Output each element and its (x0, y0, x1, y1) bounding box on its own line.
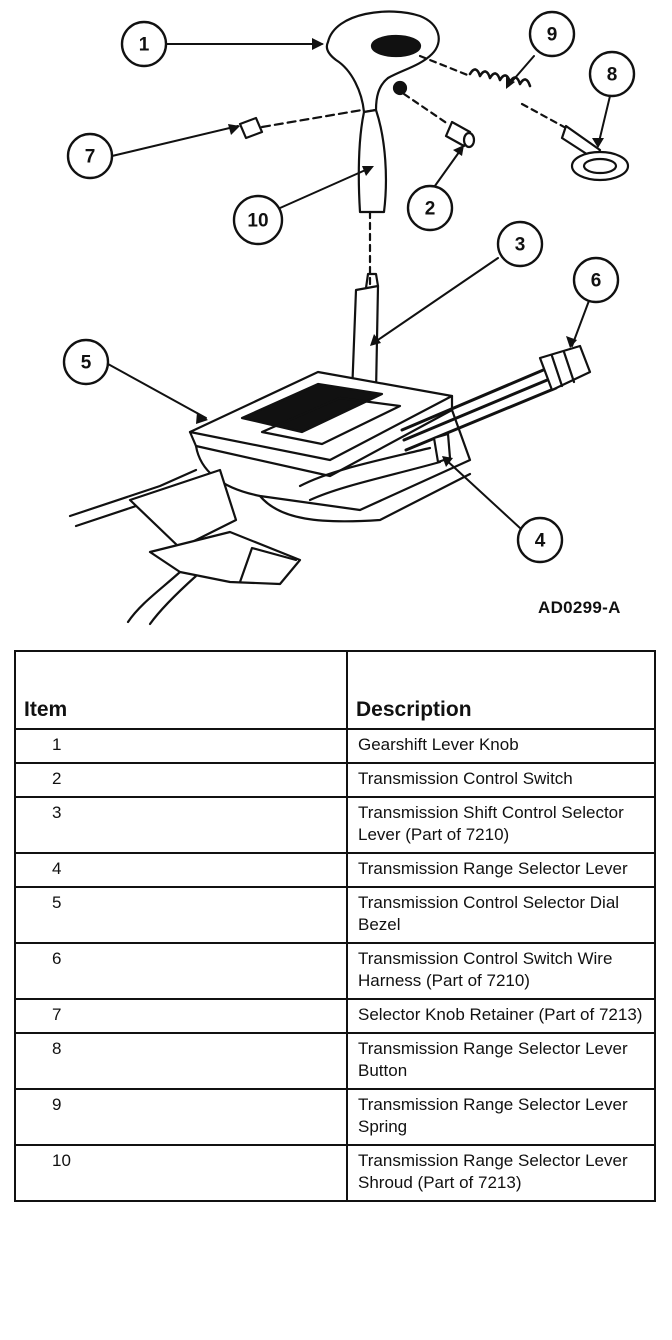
table-row: 10 Transmission Range Selector Lever Shr… (14, 1144, 656, 1202)
item-description: Transmission Range Selector Lever (346, 852, 656, 888)
callout-4: 4 (535, 531, 546, 552)
callout-1: 1 (139, 35, 150, 56)
gearshift-knob (325, 10, 440, 114)
item-number: 3 (14, 796, 348, 854)
table-row: 8 Transmission Range Selector Lever Butt… (14, 1032, 656, 1090)
callout-circles (62, 10, 636, 564)
item-number: 8 (14, 1032, 348, 1090)
callout-5: 5 (81, 353, 92, 374)
control-switch (402, 92, 476, 149)
callout-7: 7 (85, 147, 96, 168)
callout-10: 10 (247, 211, 268, 232)
item-number: 7 (14, 998, 348, 1034)
item-description: Transmission Control Selector Dial Bezel (346, 886, 656, 944)
callout-2: 2 (425, 199, 436, 220)
leader-arrowheads (196, 38, 604, 467)
legend-header-row: Item Description (14, 650, 656, 730)
item-description: Transmission Control Switch Wire Harness… (346, 942, 656, 1000)
item-description: Gearshift Lever Knob (346, 728, 656, 764)
exploded-diagram: 1 2 3 4 5 6 7 8 9 10 (62, 10, 636, 626)
item-description: Transmission Range Selector Lever Button (346, 1032, 656, 1090)
callout-8: 8 (607, 65, 618, 86)
item-number: 4 (14, 852, 348, 888)
item-number: 9 (14, 1088, 348, 1146)
table-row: 1 Gearshift Lever Knob (14, 728, 656, 764)
wire-harness (400, 344, 592, 452)
table-row: 2 Transmission Control Switch (14, 762, 656, 798)
item-description: Transmission Shift Control Selector Leve… (346, 796, 656, 854)
dial-bezel (188, 370, 472, 523)
callout-9: 9 (547, 25, 558, 46)
item-description: Transmission Range Selector Lever Spring (346, 1088, 656, 1146)
linkage-cable (68, 468, 302, 626)
item-number: 1 (14, 728, 348, 764)
item-description: Transmission Control Switch (346, 762, 656, 798)
header-description: Description (346, 650, 656, 730)
knob-retainer (238, 108, 364, 140)
lever-spring (418, 54, 568, 130)
item-description: Selector Knob Retainer (Part of 7213) (346, 998, 656, 1034)
table-row: 6 Transmission Control Switch Wire Harne… (14, 942, 656, 1000)
item-description: Transmission Range Selector Lever Shroud… (346, 1144, 656, 1202)
table-row: 7 Selector Knob Retainer (Part of 7213) (14, 998, 656, 1034)
table-row: 4 Transmission Range Selector Lever (14, 852, 656, 888)
item-number: 5 (14, 886, 348, 944)
table-row: 5 Transmission Control Selector Dial Bez… (14, 886, 656, 944)
header-item: Item (14, 650, 348, 730)
selector-lever (350, 272, 380, 396)
lever-button (560, 124, 630, 182)
leader-lines (107, 43, 611, 529)
figure-id: AD0299-A (538, 598, 621, 617)
table-row: 3 Transmission Shift Control Selector Le… (14, 796, 656, 854)
lever-shroud (357, 108, 387, 290)
callout-3: 3 (515, 235, 526, 256)
table-row: 9 Transmission Range Selector Lever Spri… (14, 1088, 656, 1146)
callout-6: 6 (591, 271, 602, 292)
item-number: 6 (14, 942, 348, 1000)
item-number: 2 (14, 762, 348, 798)
legend-table: Item Description 1 Gearshift Lever Knob … (14, 650, 656, 1202)
item-number: 10 (14, 1144, 348, 1202)
